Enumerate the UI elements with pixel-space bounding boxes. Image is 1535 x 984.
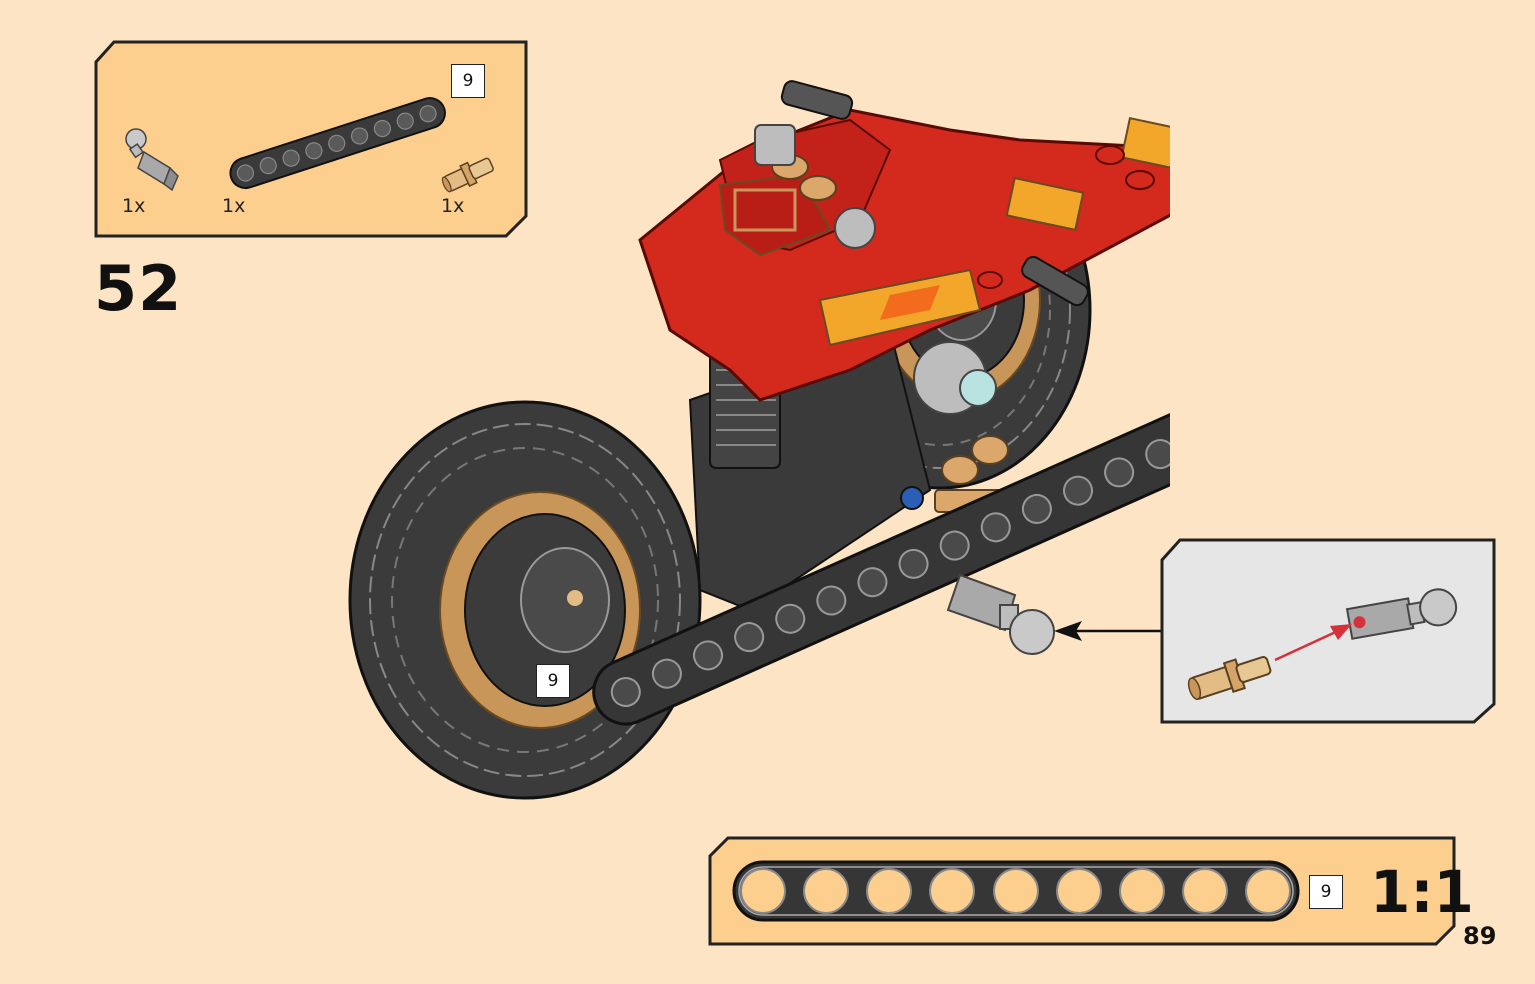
model-beam-badge: 9 [536,664,570,698]
page-number: 89 [1463,922,1497,950]
part-qty-friction-pin: 1x [441,195,465,217]
scale-label: 1:1 [1370,858,1474,926]
front-wheel [348,400,702,800]
gray-ball-connector-icon [118,124,190,194]
motorcycle-assembly-illustration [330,70,1170,810]
part-qty-ball-connector: 1x [122,195,146,217]
black-technic-beam-9-icon [218,96,458,192]
pin-into-connector-icon [1180,560,1480,710]
callout-pointer-arrow [1052,616,1164,646]
part-length-badge: 9 [451,64,485,98]
step-number: 52 [94,252,183,325]
attached-ball-connector [946,573,1055,655]
scale-beam-1-1 [732,860,1300,922]
part-qty-beam: 1x [222,195,246,217]
scale-beam-badge: 9 [1309,875,1343,909]
tan-friction-pin-icon [438,152,500,194]
installed-technic-beam [592,351,1170,726]
